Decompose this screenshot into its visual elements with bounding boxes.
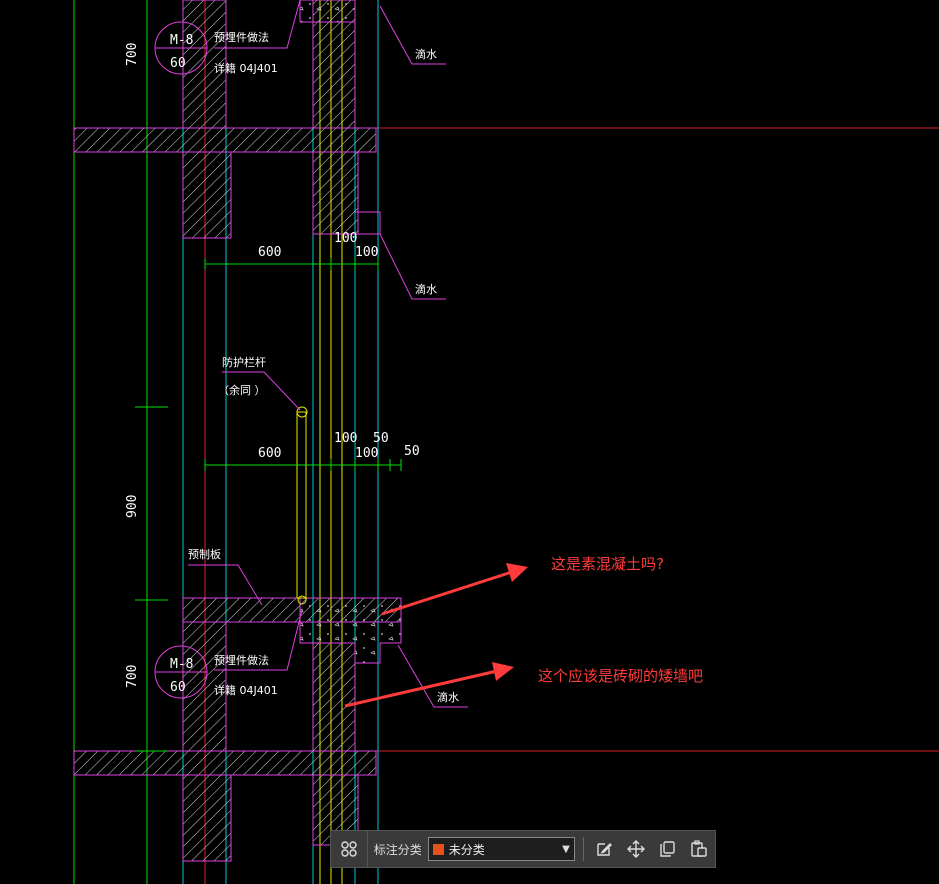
markup-arrow-1 <box>381 563 528 616</box>
four-circles-icon <box>341 841 357 857</box>
dim-100-a: 100 <box>334 231 357 246</box>
low-wall-section <box>312 642 356 752</box>
grid-menu-button[interactable] <box>331 831 368 867</box>
beam-bottom-left <box>182 774 232 862</box>
note-drip-2: 滴水 <box>415 282 437 296</box>
toolbar-divider <box>582 837 584 861</box>
floor-slab-bottom <box>73 750 377 776</box>
edit-icon <box>597 843 612 856</box>
note-embed-top: 预埋件做法 <box>214 30 269 44</box>
note-drip-3: 滴水 <box>437 690 459 704</box>
wall-cap-top <box>299 0 356 23</box>
copy-button[interactable] <box>651 834 683 864</box>
drip-ledge-top <box>355 211 381 235</box>
dim-100-d: 100 <box>355 446 378 461</box>
dim-50-b: 50 <box>404 444 420 459</box>
category-color-swatch <box>432 843 444 855</box>
markup-question-2: 这个应该是砖砌的矮墙吧 <box>538 667 703 685</box>
note-guardrail-sub: （余同 ） <box>218 383 266 397</box>
callout-m8-bottom: M-8 60 <box>154 645 208 699</box>
guardrail-top <box>296 406 308 418</box>
dim-700-bot: 700 <box>125 665 140 688</box>
dim-100-c: 100 <box>334 431 357 446</box>
svg-text:M-8: M-8 <box>170 657 193 672</box>
dim-600-mid: 600 <box>258 446 281 461</box>
dimension-row-1 <box>204 258 379 270</box>
note-guardrail: 防护栏杆 <box>222 355 266 369</box>
note-detail-top: 详籍 04J401 <box>214 61 278 75</box>
leader-lines <box>188 0 468 708</box>
callout-m8-top: M-8 60 <box>154 21 208 75</box>
guardrail-base <box>297 595 307 605</box>
beam-top-left <box>182 151 232 239</box>
svg-text:M-8: M-8 <box>170 33 193 48</box>
dimension-vertical-900 <box>135 406 168 752</box>
category-select[interactable]: 未分类 ▼ <box>427 837 575 861</box>
svg-text:60: 60 <box>170 56 186 71</box>
move-icon <box>626 840 645 858</box>
dimension-row-2 <box>204 459 402 471</box>
note-precast: 预制板 <box>188 547 221 561</box>
wall-section-bottom-left <box>182 621 227 752</box>
copy-icon <box>660 841 676 857</box>
caret-down-icon: ▼ <box>562 843 570 855</box>
paste-icon <box>691 840 707 857</box>
paste-button[interactable] <box>683 834 715 864</box>
category-label: 标注分类 <box>373 842 422 857</box>
dim-100-b: 100 <box>355 245 378 260</box>
edit-button[interactable] <box>588 834 620 864</box>
note-drip-1: 滴水 <box>415 47 437 61</box>
guardrail-post <box>296 411 307 599</box>
dim-700-top: 700 <box>125 43 140 66</box>
dim-50-a: 50 <box>373 431 389 446</box>
svg-text:60: 60 <box>170 680 186 695</box>
beam-top-right <box>312 151 359 235</box>
wall-section-top <box>182 0 227 129</box>
note-embed-bot: 预埋件做法 <box>214 653 269 667</box>
markup-arrow-2 <box>344 662 514 708</box>
dim-900: 900 <box>125 495 140 518</box>
category-select-value: 未分类 <box>448 842 485 857</box>
annotation-toolbar: 标注分类 未分类 ▼ <box>330 830 716 868</box>
dim-600-top: 600 <box>258 245 281 260</box>
floor-slab-top <box>73 127 377 153</box>
note-detail-bot: 详籍 04J401 <box>214 683 278 697</box>
markup-question-1: 这是素混凝土吗? <box>551 555 664 573</box>
move-button[interactable] <box>620 834 652 864</box>
